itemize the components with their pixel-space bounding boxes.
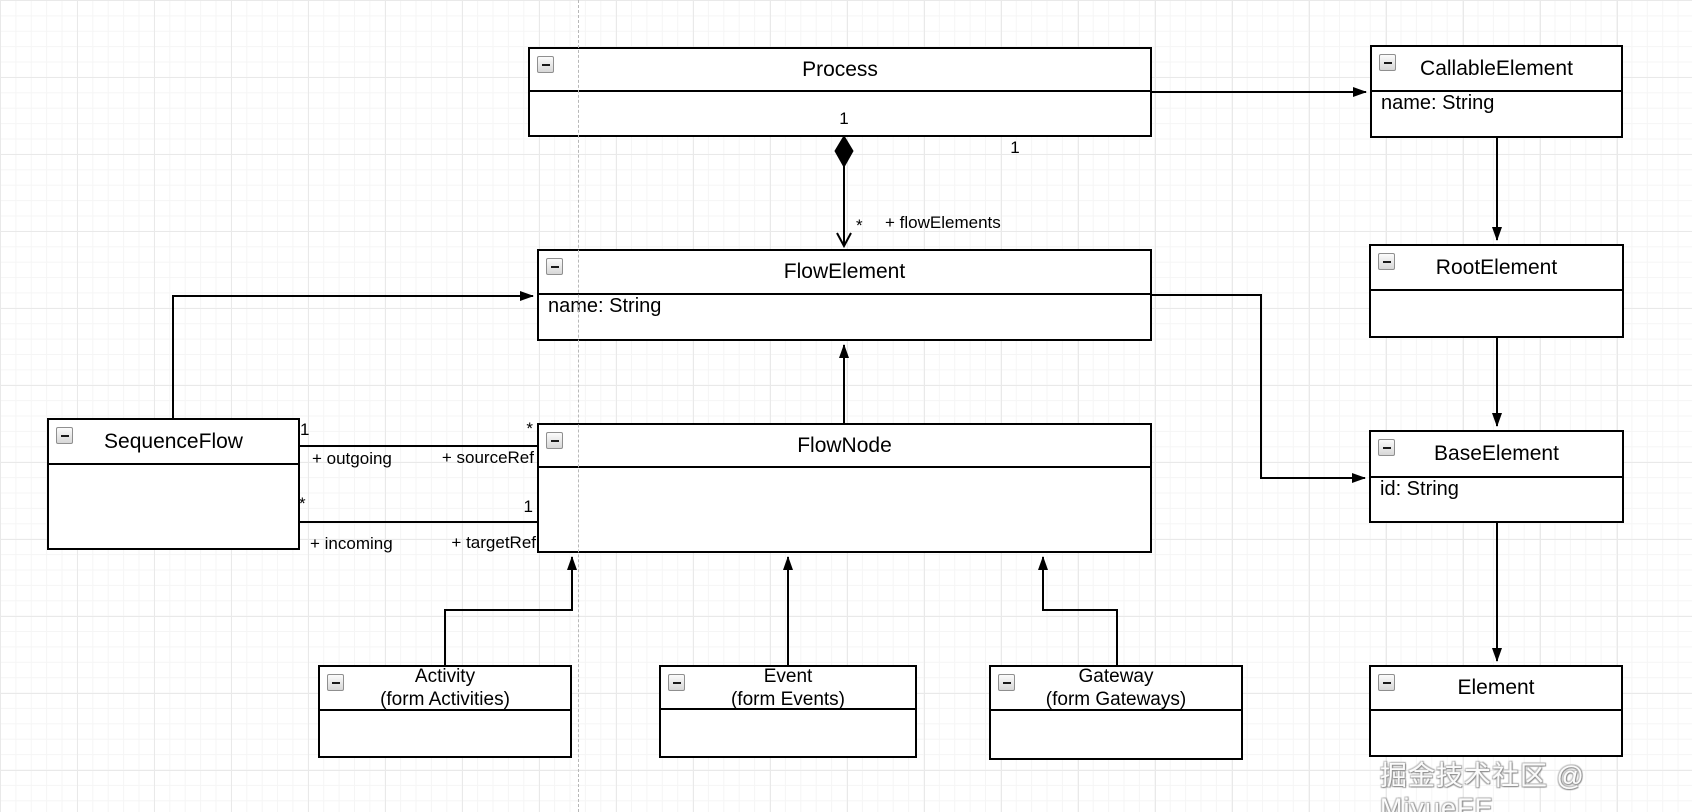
multiplicity-label: 1 xyxy=(523,497,533,516)
minus-glyph xyxy=(1382,681,1391,684)
class-title: Element xyxy=(1457,676,1535,699)
collapse-icon[interactable] xyxy=(1378,674,1395,691)
class-callable-element[interactable]: CallableElement name: String xyxy=(1370,45,1623,138)
class-process[interactable]: Process xyxy=(528,47,1152,137)
attribute-text: name: String xyxy=(1381,92,1495,114)
class-title: FlowElement xyxy=(783,260,906,283)
class-attributes: id: String xyxy=(1371,478,1622,501)
class-root-element[interactable]: RootElement xyxy=(1369,244,1624,338)
edge-flow-element-to-base-element[interactable] xyxy=(1152,294,1366,483)
class-event[interactable]: Event (form Events) xyxy=(659,665,917,758)
class-title: Process xyxy=(802,57,878,81)
attribute-text: id: String xyxy=(1380,478,1459,500)
role-label: + targetRef xyxy=(451,533,536,552)
class-title: RootElement xyxy=(1435,255,1558,279)
collapse-icon[interactable] xyxy=(1378,253,1395,270)
class-flow-node-header: FlowNode xyxy=(539,425,1150,468)
minus-glyph xyxy=(331,681,340,684)
role-label: + outgoing xyxy=(312,449,392,468)
class-root-element-header: RootElement xyxy=(1371,246,1622,291)
minus-glyph xyxy=(672,681,681,684)
class-event-header: Event (form Events) xyxy=(661,665,915,710)
class-title: CallableElement xyxy=(1420,56,1573,80)
minus-glyph xyxy=(60,434,69,437)
class-base-element-header: BaseElement xyxy=(1371,432,1622,478)
class-subtitle: (form Gateways) xyxy=(1045,689,1187,710)
minus-glyph xyxy=(1383,61,1392,64)
collapse-icon[interactable] xyxy=(1378,439,1395,456)
class-element-header: Element xyxy=(1371,667,1621,711)
attribute-text: name: String xyxy=(548,295,662,317)
class-flow-element[interactable]: FlowElement name: String xyxy=(537,249,1152,341)
class-sequence-flow[interactable]: SequenceFlow xyxy=(47,418,300,550)
class-element[interactable]: Element xyxy=(1369,665,1623,757)
page-guide-line xyxy=(578,0,579,812)
class-attributes: name: String xyxy=(1372,92,1621,115)
watermark: 掘金技术社区 @ MiyueFE xyxy=(1380,761,1585,812)
class-title: Gateway xyxy=(1078,666,1154,687)
collapse-icon[interactable] xyxy=(546,258,563,275)
minus-glyph xyxy=(1382,446,1391,449)
composition-diamond xyxy=(834,135,854,169)
minus-glyph xyxy=(1002,681,1011,684)
role-label: + sourceRef xyxy=(441,448,534,467)
class-sequence-flow-header: SequenceFlow xyxy=(49,420,298,465)
multiplicity-label: 1 xyxy=(300,420,310,439)
collapse-icon[interactable] xyxy=(56,427,73,444)
collapse-icon[interactable] xyxy=(1379,54,1396,71)
role-label: + flowElements xyxy=(885,213,1001,232)
collapse-icon[interactable] xyxy=(998,674,1015,691)
minus-glyph xyxy=(550,265,559,268)
class-activity[interactable]: Activity (form Activities) xyxy=(318,665,572,758)
edge-activity-to-flow-node[interactable] xyxy=(444,556,577,665)
class-base-element[interactable]: BaseElement id: String xyxy=(1369,430,1624,523)
class-flow-node[interactable]: FlowNode xyxy=(537,423,1152,553)
role-label: + incoming xyxy=(310,534,393,553)
class-title: SequenceFlow xyxy=(104,429,243,453)
class-process-header: Process xyxy=(530,49,1150,92)
minus-glyph xyxy=(541,63,550,66)
class-title: Activity xyxy=(414,666,476,687)
class-callable-element-header: CallableElement xyxy=(1372,47,1621,92)
class-title: BaseElement xyxy=(1434,442,1559,465)
class-title: Event xyxy=(763,665,813,687)
class-gateway-header: Gateway (form Gateways) xyxy=(991,666,1241,711)
collapse-icon[interactable] xyxy=(546,432,563,449)
multiplicity-label: 1 xyxy=(1010,138,1020,157)
collapse-icon[interactable] xyxy=(668,674,685,691)
class-attributes: name: String xyxy=(539,295,1150,318)
class-activity-header: Activity (form Activities) xyxy=(320,666,570,711)
class-title: FlowNode xyxy=(797,433,892,457)
multiplicity-label: 1 xyxy=(839,109,849,128)
minus-glyph xyxy=(550,439,559,442)
edge-gateway-to-flow-node[interactable] xyxy=(1038,556,1118,665)
class-subtitle: (form Activities) xyxy=(380,689,510,710)
class-subtitle: (form Events) xyxy=(730,688,846,710)
class-flow-element-header: FlowElement xyxy=(539,251,1150,295)
minus-glyph xyxy=(1382,260,1391,263)
multiplicity-label: * xyxy=(299,494,306,513)
collapse-icon[interactable] xyxy=(537,56,554,73)
collapse-icon[interactable] xyxy=(327,674,344,691)
multiplicity-label: * xyxy=(856,216,863,235)
class-gateway[interactable]: Gateway (form Gateways) xyxy=(989,665,1243,760)
edge-sequence-flow-to-flow-element[interactable] xyxy=(172,291,534,418)
multiplicity-label: * xyxy=(526,419,533,438)
